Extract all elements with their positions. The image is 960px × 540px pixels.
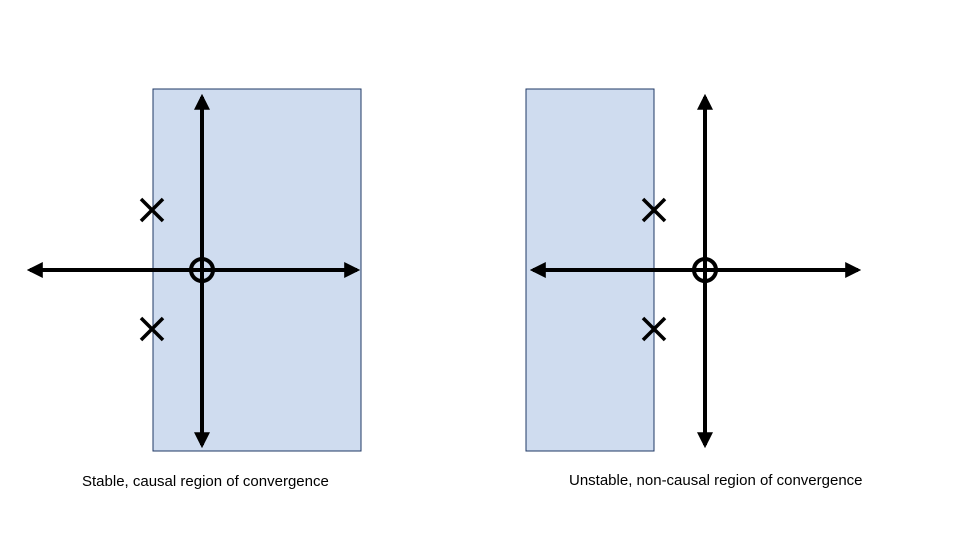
zero-marker bbox=[692, 257, 718, 283]
pole-marker-lower bbox=[641, 316, 667, 342]
caption-unstable-noncausal: Unstable, non-causal region of convergen… bbox=[569, 472, 863, 489]
zero-marker bbox=[189, 257, 215, 283]
caption-stable-causal: Stable, causal region of convergence bbox=[82, 473, 329, 490]
diagram-stable-causal bbox=[26, 88, 362, 452]
pole-marker-upper bbox=[641, 197, 667, 223]
pole-marker-upper bbox=[139, 197, 165, 223]
pole-marker-lower bbox=[139, 316, 165, 342]
diagram-unstable-noncausal bbox=[525, 88, 862, 452]
